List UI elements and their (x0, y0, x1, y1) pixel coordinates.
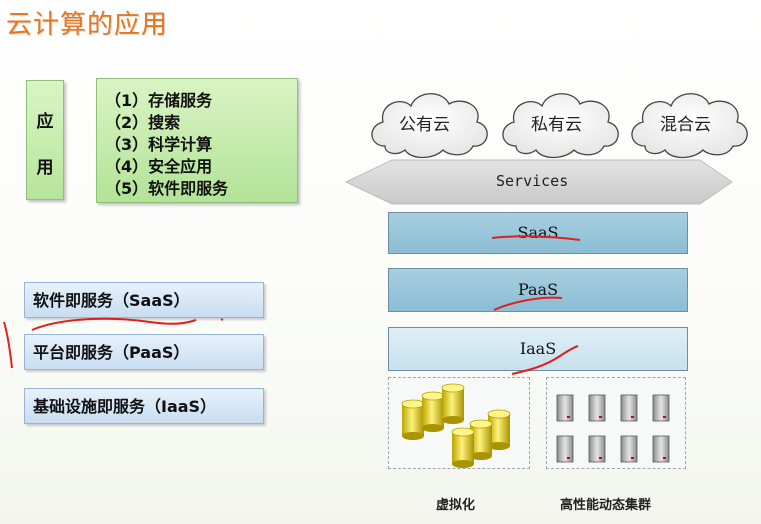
hybrid-cloud-icon (631, 93, 748, 159)
paas-layer: PaaS (388, 268, 688, 312)
app-list-item: （5）软件即服务 (105, 179, 229, 198)
private-cloud-label: 私有云 (531, 115, 582, 135)
slide-title: 云计算的应用 (6, 10, 169, 40)
app-char-1: 应 (36, 112, 54, 132)
saas-layer: SaaS (388, 212, 688, 254)
app-list-item: （4）安全应用 (105, 157, 213, 176)
application-label-box: 应 用 (26, 80, 64, 200)
iaas-layer: IaaS (388, 327, 688, 371)
server-cluster-icon (556, 394, 670, 463)
virtualization-caption: 虚拟化 (436, 498, 476, 513)
app-list-item: （3）科学计算 (105, 135, 213, 154)
public-cloud-icon (371, 93, 488, 159)
iaas-box: 基础设施即服务（IaaS） (24, 388, 264, 424)
public-cloud-label: 公有云 (399, 115, 450, 135)
app-list-item: （1）存储服务 (105, 91, 213, 110)
storage-cylinders-icon (401, 383, 511, 468)
hybrid-cloud-label: 混合云 (660, 115, 711, 135)
paas-box: 平台即服务（PaaS） (24, 334, 264, 370)
services-label: Services (496, 172, 569, 190)
app-char-2: 用 (36, 158, 54, 178)
private-cloud-icon (502, 93, 619, 159)
services-arrow (344, 159, 733, 205)
app-list-item: （2）搜索 (105, 113, 181, 132)
application-list-box: （1）存储服务 （2）搜索 （3）科学计算 （4）安全应用 （5）软件即服务 (96, 78, 298, 203)
saas-box: 软件即服务（SaaS） (24, 282, 264, 318)
cluster-caption: 高性能动态集群 (560, 498, 652, 513)
